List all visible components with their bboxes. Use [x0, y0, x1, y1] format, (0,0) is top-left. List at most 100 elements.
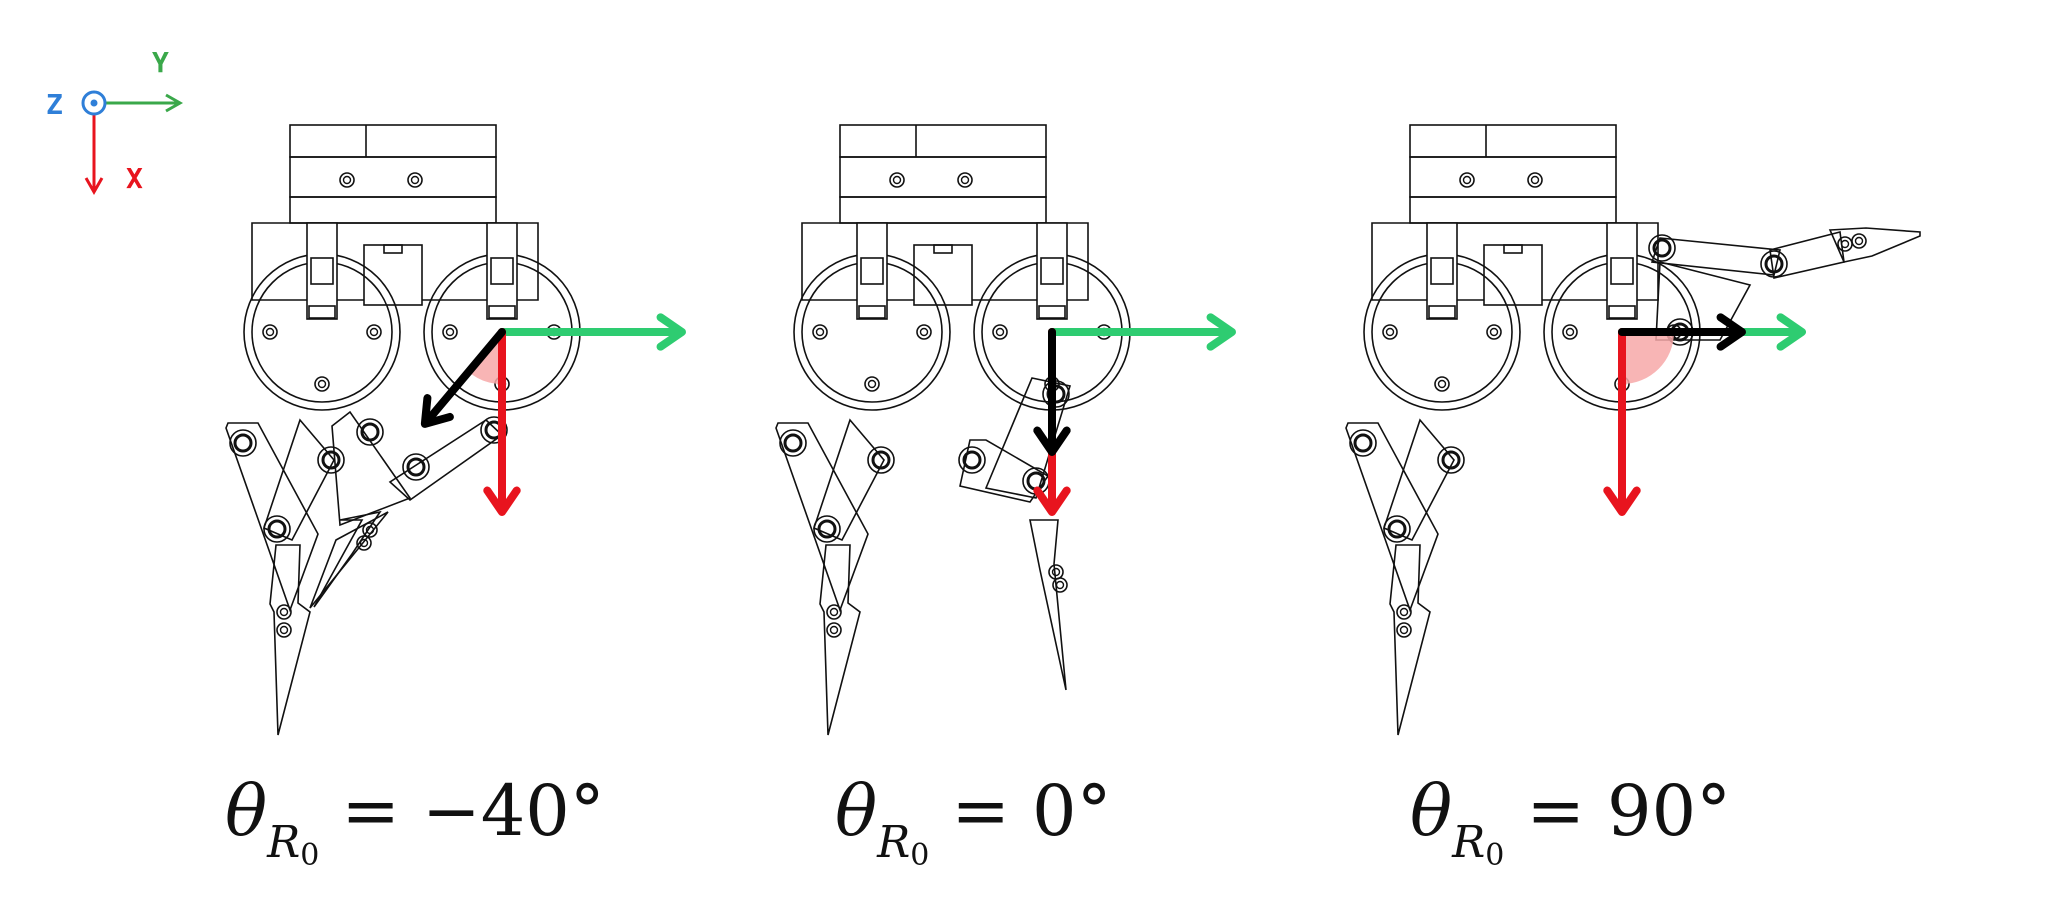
gripper-panel — [775, 124, 1236, 736]
joint-bolt — [1052, 577, 1068, 593]
joint-bolt — [314, 376, 330, 392]
joint-bolt — [1486, 324, 1502, 340]
joint-bolt — [1383, 515, 1411, 543]
joint-bolt-inner — [962, 450, 982, 470]
joint-bolt — [867, 446, 895, 474]
joint-bolt — [442, 324, 458, 340]
joint-bolt-inner — [919, 327, 929, 337]
servo-bracket — [1036, 222, 1068, 320]
right-finger-link — [331, 410, 412, 527]
subscript-letter: R — [1452, 817, 1486, 868]
joint-bolt — [276, 622, 292, 638]
z-axis-label: Z — [46, 88, 63, 121]
connector — [1430, 257, 1454, 285]
joint-bolt-inner — [1399, 607, 1409, 617]
top-block — [839, 124, 1047, 158]
gripper-panel — [225, 124, 686, 736]
clamp-block — [289, 156, 497, 198]
joint-bolt-inner — [279, 625, 289, 635]
joint-bolt-inner — [892, 175, 902, 185]
left-finger-tip — [1389, 544, 1431, 736]
joint-bolt — [813, 515, 841, 543]
joint-bolt — [826, 604, 842, 620]
servo-bracket — [486, 222, 518, 320]
connector — [490, 257, 514, 285]
joint-bolt — [1459, 172, 1475, 188]
gripper-panel — [1345, 124, 1921, 736]
joint-bolt — [779, 429, 807, 457]
joint-bolt-inner — [406, 457, 426, 477]
joint-bolt-inner — [342, 175, 352, 185]
y-direction-arrow-head — [1776, 313, 1806, 351]
angle-value: 0° — [1032, 770, 1112, 852]
joint-bolt — [317, 446, 345, 474]
joint-bolt-inner — [360, 422, 380, 442]
joint-bolt-inner — [1385, 327, 1395, 337]
y-direction-arrow-head — [656, 313, 686, 351]
body-slot — [1483, 244, 1543, 306]
finger-direction-arrow-head — [420, 394, 454, 428]
joint-bolt — [356, 418, 384, 446]
x-direction-arrow-head — [1603, 486, 1641, 516]
joint-bolt-inner — [829, 625, 839, 635]
z-axis-symbol — [81, 90, 107, 116]
joint-bolt-inner — [867, 379, 877, 389]
x-axis-label: X — [126, 162, 143, 195]
joint-bolt — [1837, 236, 1853, 252]
joint-bolt — [263, 515, 291, 543]
theta-symbol: θ — [835, 770, 878, 852]
joint-bolt — [356, 535, 372, 551]
body-slot — [913, 244, 973, 306]
joint-bolt — [339, 172, 355, 188]
joint-bolt — [889, 172, 905, 188]
joint-bolt — [229, 429, 257, 457]
joint-bolt — [362, 522, 378, 538]
connector — [1040, 257, 1064, 285]
joint-bolt-inner — [1462, 175, 1472, 185]
right-finger-link — [1769, 231, 1845, 279]
left-finger-link — [1345, 422, 1439, 613]
joint-bolt — [916, 324, 932, 340]
right-finger-link — [984, 377, 1072, 499]
joint-bolt — [1760, 250, 1788, 278]
joint-bolt — [407, 172, 423, 188]
body-slot — [363, 244, 423, 306]
subscript-digit: 0 — [1485, 838, 1505, 873]
caption-panel-2: θR0=0° — [835, 770, 1112, 873]
right-finger-link — [1655, 260, 1752, 341]
joint-bolt — [1396, 604, 1412, 620]
joint-bolt — [480, 416, 508, 444]
joint-bolt-inner — [1387, 519, 1407, 539]
joint-bolt — [957, 172, 973, 188]
joint-bolt-inner — [1840, 239, 1850, 249]
joint-bolt-inner — [815, 327, 825, 337]
joint-bolt-inner — [410, 175, 420, 185]
subscript-letter: R — [267, 817, 301, 868]
connector — [310, 257, 334, 285]
y-axis-label: Y — [152, 46, 169, 79]
joint-bolt-inner — [1652, 238, 1672, 258]
caption-panel-3: θR0=90° — [1410, 770, 1731, 873]
clamp-block — [1409, 156, 1617, 198]
joint-bolt — [1434, 376, 1450, 392]
joint-bolt-inner — [1051, 567, 1061, 577]
joint-bolt-inner — [1437, 379, 1447, 389]
angle-value: −40° — [422, 770, 605, 852]
gripper-body — [801, 222, 1089, 301]
joint-bolt — [992, 324, 1008, 340]
servo-bracket — [856, 222, 888, 320]
left-finger-link — [1383, 418, 1455, 542]
joint-bolt-inner — [829, 607, 839, 617]
joint-bolt-inner — [1441, 450, 1461, 470]
y-direction-arrow-head — [1206, 313, 1236, 351]
clamp-block — [839, 156, 1047, 198]
equals-sign: = — [1526, 770, 1586, 852]
joint-bolt-inner — [1530, 175, 1540, 185]
joint-bolt-inner — [1399, 625, 1409, 635]
joint-bolt — [262, 324, 278, 340]
equals-sign: = — [951, 770, 1011, 852]
joint-bolt-inner — [1489, 327, 1499, 337]
servo-bracket — [1426, 222, 1458, 320]
servo-bracket — [1606, 222, 1638, 320]
joint-bolt-inner — [871, 450, 891, 470]
